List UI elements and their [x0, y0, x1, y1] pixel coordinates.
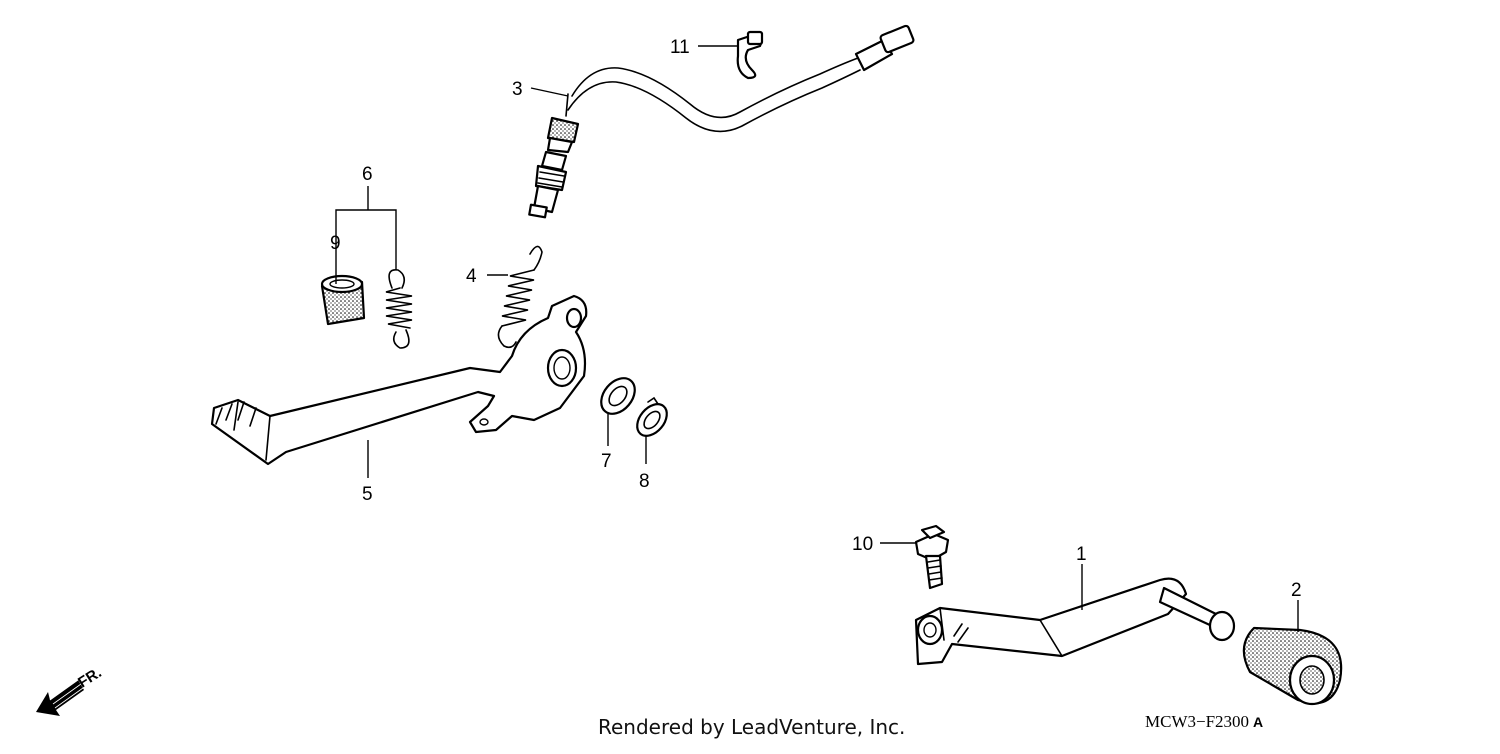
part-6-spring[interactable]	[385, 269, 413, 349]
callout-9: 9	[330, 233, 341, 254]
part-4-spring[interactable]	[497, 245, 543, 349]
callout-8: 8	[639, 471, 650, 492]
part-2-rubber[interactable]	[1242, 626, 1343, 706]
part-8-clip[interactable]	[631, 396, 673, 442]
callout-1: 1	[1076, 544, 1087, 565]
callout-labels: 1 2 3 4 5 6 7 8 9 10 11	[330, 37, 1302, 601]
callout-2: 2	[1291, 580, 1302, 601]
part-3-stop-switch[interactable]	[528, 24, 915, 219]
front-direction-arrow-icon: FR.	[36, 664, 105, 716]
callout-10: 10	[852, 534, 873, 555]
callout-7: 7	[601, 451, 612, 472]
callout-4: 4	[466, 266, 477, 287]
part-10-bolt[interactable]	[914, 524, 950, 590]
part-7-washer[interactable]	[594, 372, 641, 421]
diagram-code-suffix: A	[1253, 714, 1264, 730]
part-1-gearshift-pedal[interactable]	[914, 577, 1236, 666]
render-credit: Rendered by LeadVenture, Inc.	[598, 715, 906, 739]
leader-lines	[335, 45, 1299, 632]
callout-3: 3	[512, 79, 523, 100]
part-5-brake-pedal[interactable]	[210, 294, 588, 466]
callout-11: 11	[670, 37, 690, 58]
part-11-wire-clip[interactable]	[736, 30, 764, 80]
diagram-code-text: MCW3−F2300	[1145, 712, 1250, 731]
part-9-collar[interactable]	[320, 274, 366, 326]
callout-5: 5	[362, 484, 373, 505]
callout-6: 6	[362, 164, 373, 185]
